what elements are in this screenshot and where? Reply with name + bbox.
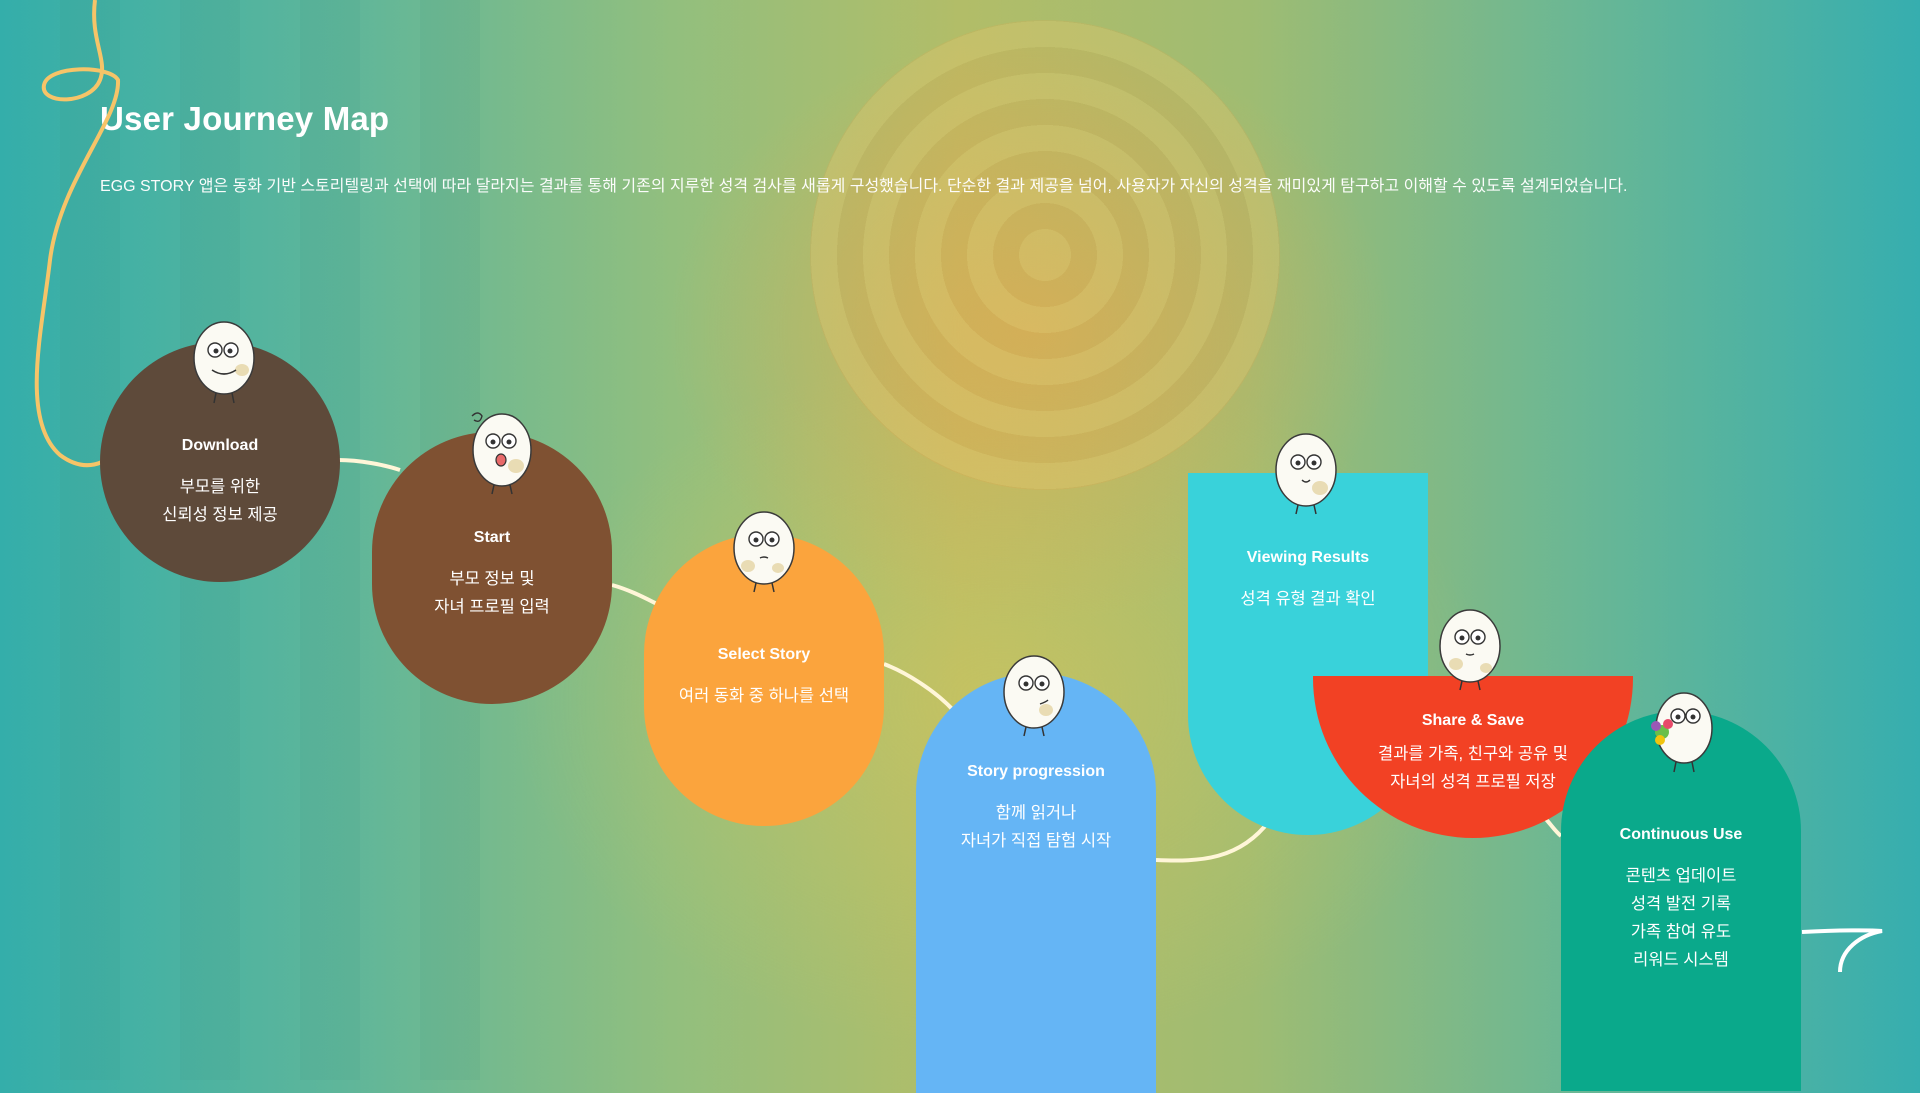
connector-select-story <box>883 662 957 714</box>
egg-character-icon <box>1275 433 1337 515</box>
page-title: User Journey Map <box>100 100 390 137</box>
step-viewing-results-description: 성격 유형 결과 확인 <box>1240 590 1376 608</box>
connector-share-continuous <box>1543 816 1563 838</box>
step-continuous-use-title: Continuous Use <box>1619 826 1743 843</box>
egg-character-with-bouquet-icon <box>1651 692 1713 773</box>
step-viewing-results-title: Viewing Results <box>1246 549 1370 566</box>
connector-download-start <box>337 458 401 472</box>
step-start-title: Start <box>473 529 511 546</box>
decorative-string-bottom <box>1801 928 1883 973</box>
step-select-story-title: Select Story <box>717 646 811 663</box>
step-select-story-description: 여러 동화 중 하나를 선택 <box>678 687 850 705</box>
decorative-string-top <box>34 0 121 468</box>
egg-character-icon <box>1439 609 1501 691</box>
egg-character-icon <box>471 412 532 495</box>
page-description: EGG STORY 앱은 동화 기반 스토리텔링과 선택에 따라 달라지는 결과… <box>100 178 1628 195</box>
connector-start-select <box>611 583 658 606</box>
egg-character-icon <box>193 321 255 404</box>
step-download-title: Download <box>181 437 259 454</box>
egg-character-icon <box>733 511 795 593</box>
egg-character-icon <box>1003 655 1065 737</box>
step-share-save-title: Share & Save <box>1421 712 1525 729</box>
step-story-progression-title: Story progression <box>967 763 1105 780</box>
